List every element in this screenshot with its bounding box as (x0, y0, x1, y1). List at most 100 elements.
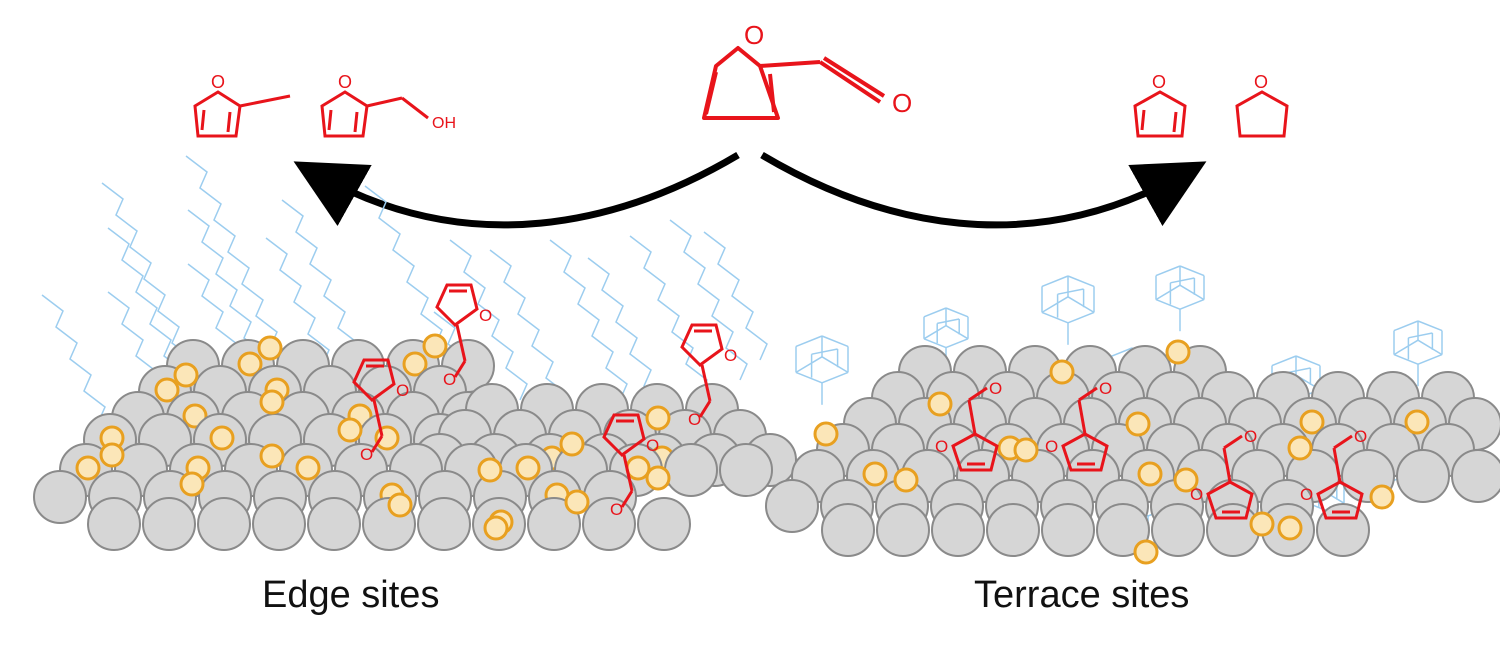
terrace-metal-atom (1041, 503, 1095, 557)
furfural-molecule: O O (702, 20, 912, 120)
edge-promoter-site (75, 455, 101, 481)
adamantane-bond (1067, 275, 1095, 288)
terrace-promoter-site (1049, 359, 1075, 385)
edge-promoter-site (477, 457, 503, 483)
edge-sites-caption: Edge sites (262, 574, 440, 616)
tetrahydrofuran-oxygen: O (1254, 72, 1268, 92)
adsorbate-oxygen: O (1045, 437, 1058, 456)
adsorbate-oxygen: O (1190, 485, 1203, 504)
terrace-promoter-site (1173, 467, 1199, 493)
edge-promoter-site (209, 425, 235, 451)
edge-metal-atom (719, 443, 773, 497)
adsorbate-oxygen: O (1244, 427, 1257, 446)
edge-metal-atom (417, 497, 471, 551)
alkyl-chain-ligand (549, 239, 628, 401)
adsorbate-oxygen: O (479, 306, 492, 325)
edge-promoter-site (515, 455, 541, 481)
adsorbate-oxygen: O (1300, 485, 1313, 504)
terrace-metal-atom (1396, 449, 1450, 503)
adsorbate-oxygen: O (935, 437, 948, 456)
furan-molecule: O (1133, 72, 1187, 138)
alkyl-chain-ligand (669, 219, 748, 381)
edge-metal-atom (582, 497, 636, 551)
terrace-metal-atom (986, 503, 1040, 557)
alkyl-chain-ligand (185, 155, 278, 349)
adamantane-bond (1109, 347, 1133, 358)
adsorbate-oxygen: O (396, 381, 409, 400)
flat-furfural: OO (1300, 427, 1367, 520)
edge-metal-atom (637, 497, 691, 551)
adamantane-bond (821, 371, 849, 384)
terrace-metal-atom (1451, 449, 1500, 503)
terrace-promoter-site (893, 467, 919, 493)
adamantane-bond (795, 371, 823, 384)
edge-promoter-site (173, 362, 199, 388)
edge-promoter-site (257, 335, 283, 361)
adamantane-bond (1295, 355, 1321, 367)
terrace-metal-atom (1151, 503, 1205, 557)
upright-furfural: OO (435, 283, 492, 389)
adamantane-bond (945, 307, 969, 318)
terrace-promoter-site (813, 421, 839, 447)
adamantane-bond (1041, 275, 1069, 288)
adsorbate-oxygen: O (724, 346, 737, 365)
edge-metal-atom (307, 497, 361, 551)
adsorbate-oxygen: O (443, 370, 456, 389)
edge-metal-atom (197, 497, 251, 551)
alkyl-chain-ligand (629, 235, 708, 397)
adamantane-bond (1067, 311, 1095, 324)
adsorbate-oxygen: O (360, 445, 373, 464)
edge-promoter-site (387, 492, 413, 518)
edge-promoter-site (645, 405, 671, 431)
terrace-metal-atom (1096, 503, 1150, 557)
alkyl-chain-ligand (364, 185, 443, 347)
edge-promoter-site (559, 431, 585, 457)
edge-promoter-site (625, 455, 651, 481)
alkyl-chain-ligand (281, 199, 360, 361)
adamantane-bond (1417, 339, 1443, 356)
upright-furfural: OO (680, 323, 737, 429)
terrace-metal-atom (876, 503, 930, 557)
terrace-metal-atom (765, 479, 819, 533)
adsorbate-oxygen: O (989, 379, 1002, 398)
edge-metal-atom (527, 497, 581, 551)
adsorbate-oxygen: O (610, 500, 623, 519)
methylfuran-oxygen: O (211, 72, 225, 92)
adamantane-bond (945, 324, 969, 340)
flat-furfural: OO (1190, 427, 1257, 520)
reactant-carbonyl-oxygen: O (892, 88, 912, 118)
adamantane-bond (1393, 339, 1419, 356)
adamantane-bond (923, 338, 947, 349)
edge-metal-atom (142, 497, 196, 551)
terrace-promoter-site (1013, 437, 1039, 463)
adamantane-bond (821, 356, 849, 374)
furan-oxygen: O (1152, 72, 1166, 92)
adamantane-bond (1067, 296, 1095, 314)
terrace-promoter-site (927, 391, 953, 417)
terrace-promoter-site (1133, 539, 1159, 565)
adamantane-bond (1155, 284, 1181, 301)
alkyl-chain-ligand (489, 249, 568, 411)
adamantane-bond (811, 348, 838, 355)
terrace-promoter-site (1277, 515, 1303, 541)
edge-promoter-site (99, 442, 125, 468)
edge-metal-atom (664, 443, 718, 497)
adamantane-bond (1057, 288, 1084, 295)
terrace-metal-atom (931, 503, 985, 557)
terrace-sites-caption: Terrace sites (974, 574, 1190, 616)
arrow-to-terrace-products (760, 151, 1207, 229)
adamantane-bond (1408, 332, 1433, 339)
adamantane-bond (795, 356, 823, 374)
adamantane-bond (821, 335, 849, 348)
terrace-promoter-site (1125, 411, 1151, 437)
flat-furfural: OO (935, 379, 1002, 472)
adamantane-bond (1179, 298, 1205, 310)
adamantane-ligand (1041, 275, 1095, 345)
adsorbate-oxygen: O (688, 410, 701, 429)
terrace-promoter-site (1137, 461, 1163, 487)
edge-metal-atom (87, 497, 141, 551)
adamantane-bond (1170, 277, 1195, 284)
alkyl-chain-ligand (449, 239, 528, 401)
adamantane-bond (1155, 298, 1181, 310)
